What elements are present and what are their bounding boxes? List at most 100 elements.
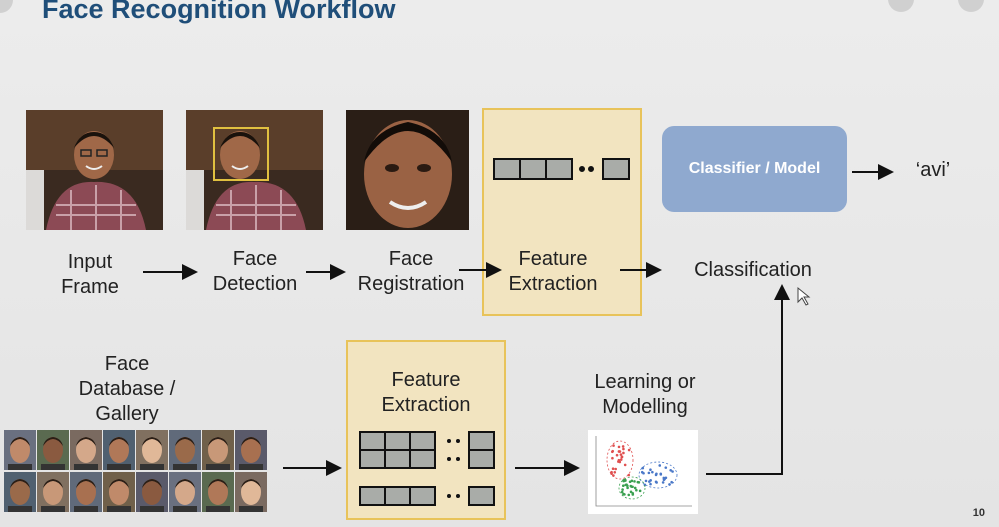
cluster-point — [618, 450, 621, 453]
cluster-point — [658, 464, 662, 467]
face-detection-label: Face Detection — [200, 247, 310, 297]
caption-line: Extraction — [381, 394, 471, 416]
caption-line: Face — [104, 353, 150, 375]
caption-line: Detection — [212, 273, 298, 295]
cluster-outline — [638, 461, 678, 489]
cluster-point — [647, 471, 651, 475]
cluster-point — [623, 463, 627, 467]
cluster-point — [633, 480, 636, 483]
cluster-point — [651, 470, 654, 474]
face-gallery-grid — [4, 430, 268, 512]
caption-line: Face — [232, 248, 278, 270]
gallery-face-thumbnail — [70, 430, 102, 470]
gallery-face-thumbnail — [136, 472, 168, 512]
cluster-point — [631, 493, 635, 496]
classifier-model-box[interactable]: Classifier / Model — [662, 126, 847, 212]
cluster-point — [621, 484, 625, 487]
cluster-point — [633, 486, 637, 490]
cluster-point — [649, 482, 652, 486]
cluster-point — [644, 479, 648, 483]
gallery-face-thumbnail — [4, 472, 36, 512]
cluster-point — [624, 483, 628, 487]
cluster-point — [640, 470, 644, 474]
output-label: ‘avi’ — [915, 159, 951, 181]
gallery-face-thumbnail — [169, 430, 201, 470]
cluster-point — [623, 493, 626, 496]
cluster-point — [613, 470, 617, 474]
cluster-point — [621, 488, 624, 491]
cluster-point — [622, 451, 625, 455]
cluster-point — [661, 481, 665, 484]
caption-line: Extraction — [508, 273, 598, 295]
cluster-point — [617, 445, 621, 449]
page-number: 10 — [972, 507, 985, 519]
cluster-point — [649, 468, 652, 472]
cluster-point — [617, 460, 620, 463]
gallery-face-thumbnail — [70, 472, 102, 512]
cluster-outline — [606, 440, 634, 480]
gallery-face-thumbnail — [37, 430, 69, 470]
caption-line: Frame — [61, 276, 119, 298]
cluster-point — [611, 467, 615, 471]
caption-line: Gallery — [95, 403, 159, 425]
learning-label: Learning or Modelling — [580, 370, 710, 420]
caption-line: Face — [388, 248, 434, 270]
input-frame-label: Input Frame — [40, 250, 140, 300]
feature-extraction-label: Feature Extraction — [497, 247, 609, 297]
gallery-face-thumbnail — [235, 472, 267, 512]
cluster-point — [611, 449, 615, 453]
gallery-face-thumbnail — [202, 472, 234, 512]
face-detection-image — [186, 110, 323, 230]
cluster-point — [615, 453, 619, 457]
caption-line: Database / — [78, 378, 176, 400]
gallery-face-thumbnail — [136, 430, 168, 470]
gallery-face-thumbnail — [202, 430, 234, 470]
cluster-point — [638, 489, 642, 493]
face-closeup-icon — [346, 110, 469, 230]
gallery-face-thumbnail — [103, 430, 135, 470]
scatter-plot-image — [588, 430, 698, 514]
classifier-label: Classifier / Model — [688, 160, 821, 177]
cluster-point — [664, 466, 668, 469]
feature-extraction-bottom-label: Feature Extraction — [368, 368, 484, 418]
cluster-point — [663, 477, 666, 481]
input-frame-image — [26, 110, 163, 230]
cluster-point — [636, 480, 640, 484]
cluster-point — [614, 467, 617, 471]
cluster-point — [611, 456, 614, 460]
window-control-icon[interactable] — [888, 0, 914, 12]
caption-line: Learning or — [594, 371, 696, 393]
feature-vector-icon — [493, 158, 630, 180]
window-control-icon[interactable] — [958, 0, 984, 12]
cluster-point — [631, 485, 634, 489]
feature-extraction-box — [482, 108, 642, 316]
cluster-point — [670, 480, 673, 484]
cluster-point — [619, 458, 623, 461]
cluster-point — [659, 473, 663, 476]
person-photo-icon — [26, 110, 163, 230]
cluster-point — [621, 445, 625, 448]
gallery-face-thumbnail — [37, 472, 69, 512]
cluster-point — [669, 468, 672, 472]
feature-matrix-icon — [359, 431, 495, 469]
gallery-label: Face Database / Gallery — [62, 352, 192, 427]
cursor-icon — [797, 286, 811, 306]
feature-vector-icon — [359, 486, 495, 506]
cluster-point — [627, 448, 631, 452]
cluster-point — [619, 453, 623, 456]
plot-axis — [595, 436, 692, 507]
cluster-point — [655, 481, 658, 484]
caption-line: Feature — [391, 369, 461, 391]
gallery-face-thumbnail — [103, 472, 135, 512]
cluster-point — [627, 473, 631, 477]
cluster-point — [622, 447, 625, 451]
face-registration-image — [346, 110, 469, 230]
cluster-point — [655, 472, 658, 476]
cluster-point — [635, 488, 638, 492]
cluster-point — [648, 480, 651, 483]
face-registration-label: Face Registration — [350, 247, 472, 297]
gallery-face-thumbnail — [169, 472, 201, 512]
cluster-point — [626, 486, 629, 490]
